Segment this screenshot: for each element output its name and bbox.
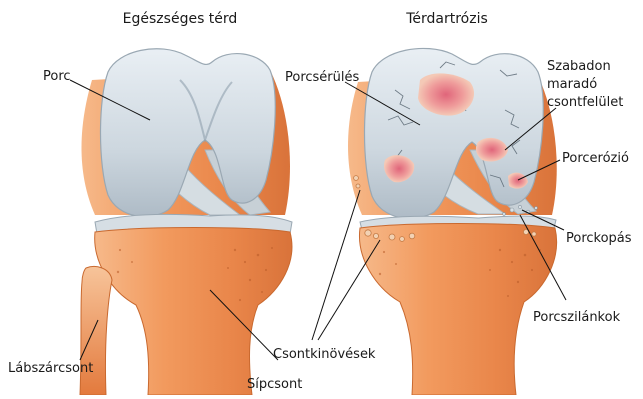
healthy-knee-title: Egészséges térd: [123, 11, 238, 27]
arthrosis-knee-title: Térdartrózis: [405, 11, 488, 27]
label-csontkinovesek: Csontkinövések: [273, 347, 376, 362]
label-sipcsont: Sípcsont: [247, 377, 302, 392]
label-szabadon-1: Szabadon: [547, 59, 611, 74]
arthrosis-knee: [348, 48, 557, 395]
label-porc: Porc: [43, 69, 71, 84]
label-porcszilankok: Porcszilánkok: [533, 310, 621, 325]
healthy-tibia-bone: [95, 228, 292, 396]
label-porcserules: Porcsérülés: [285, 70, 360, 85]
arthrosis-tibia-bone: [359, 224, 556, 396]
label-porcerozio: Porcerózió: [562, 151, 629, 166]
label-porckopas: Porckopás: [566, 231, 632, 246]
label-labszarcsont: Lábszárcsont: [8, 361, 93, 376]
label-szabadon-3: csontfelület: [547, 95, 623, 110]
label-szabadon-2: maradó: [547, 77, 597, 92]
